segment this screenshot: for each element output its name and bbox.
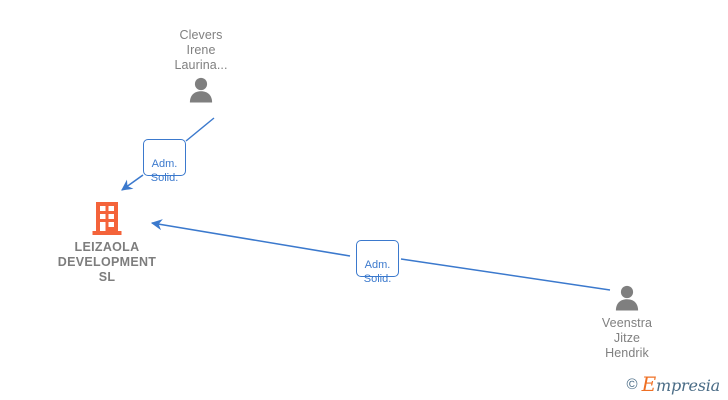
- edge-label-text: Adm. Solid.: [363, 259, 392, 285]
- edge-label-text: Adm. Solid.: [150, 158, 179, 184]
- node-person-clevers[interactable]: Clevers Irene Laurina...: [131, 28, 271, 105]
- edge-label-adm-solid-veenstra[interactable]: Adm. Solid.: [356, 240, 399, 285]
- edge-clevers-to-company: [121, 117, 215, 191]
- person-clevers-label: Clevers Irene Laurina...: [174, 28, 228, 72]
- edge-veenstra-to-company: [150, 219, 611, 291]
- company-label: LEIZAOLA DEVELOPMENT SL: [57, 240, 157, 284]
- person-icon: [189, 77, 213, 103]
- edge-label-adm-solid-clevers[interactable]: Adm. Solid.: [143, 139, 186, 184]
- watermark-text: Empresia: [641, 372, 721, 396]
- person-veenstra-label: Veenstra Jitze Hendrik: [601, 316, 653, 360]
- watermark-empresia: © Empresia: [626, 372, 721, 396]
- copyright-icon: ©: [626, 375, 638, 393]
- node-person-veenstra[interactable]: Veenstra Jitze Hendrik: [557, 283, 697, 361]
- building-icon: [92, 202, 122, 235]
- node-company-leizaola-development-sl[interactable]: LEIZAOLA DEVELOPMENT SL: [22, 200, 192, 285]
- watermark-rest: mpresia: [656, 376, 720, 395]
- person-icon: [615, 285, 639, 311]
- watermark-initial: E: [641, 372, 657, 396]
